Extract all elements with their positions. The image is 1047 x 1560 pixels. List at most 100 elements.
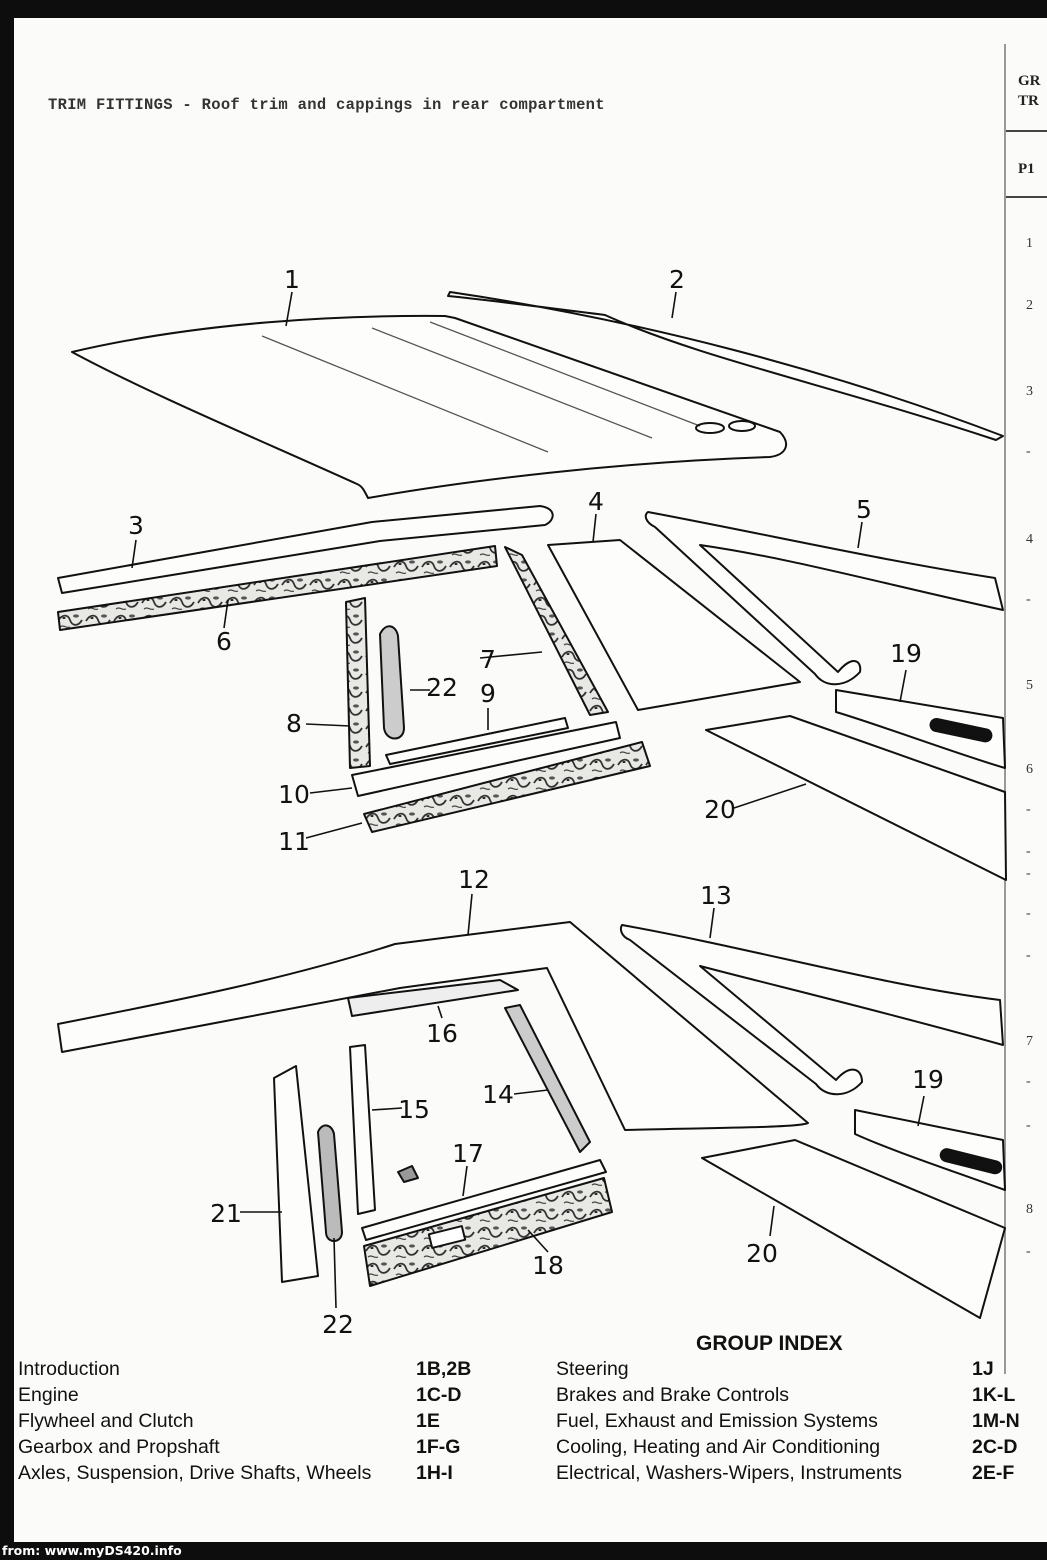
fixing-screw xyxy=(397,1165,419,1183)
callout-label: 17 xyxy=(452,1139,484,1168)
source-url: from: www.myDS420.info xyxy=(2,1543,182,1558)
side-header-line: GR xyxy=(1018,73,1041,89)
index-entry-label: Axles, Suspension, Drive Shafts, Wheels xyxy=(18,1462,372,1484)
index-entry-code: 1E xyxy=(416,1410,440,1432)
side-number: - xyxy=(1026,906,1031,921)
pillar-finisher-panel xyxy=(349,1044,376,1215)
callout-label: 19 xyxy=(890,639,922,668)
group-index-title: GROUP INDEX xyxy=(696,1332,843,1355)
callout-label: 9 xyxy=(480,679,496,708)
callout-label: 19 xyxy=(912,1065,944,1094)
side-number: 2 xyxy=(1026,298,1033,313)
index-entry-code: 1C-D xyxy=(416,1384,462,1406)
side-header-line: TR xyxy=(1018,93,1039,109)
side-number: 1 xyxy=(1026,236,1033,251)
side-number: 6 xyxy=(1026,762,1033,777)
side-number: - xyxy=(1026,844,1031,859)
callout-label: 7 xyxy=(480,645,496,674)
side-divider xyxy=(1006,130,1047,132)
door-waist-capping xyxy=(361,1159,607,1241)
page-bottom-border xyxy=(14,1542,1047,1548)
callout-label: 10 xyxy=(278,780,310,809)
index-entry-label: Steering xyxy=(556,1358,629,1380)
page-title: TRIM FITTINGS - Roof trim and cappings i… xyxy=(48,96,605,114)
callout-label: 6 xyxy=(216,627,232,656)
side-number: - xyxy=(1026,802,1031,817)
rear-screen-surround xyxy=(620,924,1004,1096)
side-number: 8 xyxy=(1026,1202,1033,1217)
wood-door-capping-panel xyxy=(363,1177,613,1287)
index-entry-label: Engine xyxy=(18,1384,79,1406)
side-number: - xyxy=(1026,444,1031,459)
index-entry-code: 1H-I xyxy=(416,1462,453,1484)
callout-label: 11 xyxy=(278,827,310,856)
index-entry-label: Electrical, Washers-Wipers, Instruments xyxy=(556,1462,903,1484)
pillar-seal-strip xyxy=(504,1004,591,1153)
rear-parcel-panel xyxy=(705,715,1007,881)
callout-label: 2 xyxy=(669,265,685,294)
rear-quarter-glass-frame xyxy=(547,539,801,711)
side-number: - xyxy=(1026,1244,1031,1259)
group-index-left-labels: Introduction Engine Flywheel and Clutch … xyxy=(18,1356,371,1486)
leader-lines xyxy=(131,291,925,1309)
index-entry-label: Brakes and Brake Controls xyxy=(556,1384,790,1406)
wood-pillar-capping xyxy=(504,546,609,716)
callout-label: 3 xyxy=(128,511,144,540)
callout-label: 15 xyxy=(398,1095,430,1124)
rear-window-surround xyxy=(644,511,1004,686)
side-number: 4 xyxy=(1026,532,1033,547)
index-entry-code: 1J xyxy=(972,1358,994,1380)
grab-handle xyxy=(379,625,405,740)
side-number: 7 xyxy=(1026,1034,1033,1049)
cant-rail-capping-strip xyxy=(57,505,554,594)
side-parts-column: GR TR P1 1 2 3 - 4 - 5 6 - - - - - 7 - -… xyxy=(1004,44,1047,1374)
side-number: - xyxy=(1026,866,1031,881)
callout-label: 20 xyxy=(704,795,736,824)
b-pillar-lining xyxy=(273,1065,319,1283)
callout-label: 18 xyxy=(532,1251,564,1280)
grab-handle xyxy=(317,1124,343,1242)
wood-cant-rail-veneer xyxy=(57,545,498,631)
side-number: 5 xyxy=(1026,678,1033,693)
index-entry-code: 2E-F xyxy=(972,1462,1015,1484)
callout-label: 5 xyxy=(856,495,872,524)
callout-label: 12 xyxy=(458,865,490,894)
callout-label: 1 xyxy=(284,265,300,294)
index-entry-code: 1M-N xyxy=(972,1410,1020,1432)
index-entry-code: 1F-G xyxy=(416,1436,461,1458)
side-divider xyxy=(1006,196,1047,198)
callout-label: 22 xyxy=(322,1310,354,1339)
roof-headlining-panel xyxy=(71,314,788,499)
pillar-trim-strip xyxy=(345,597,371,769)
index-entry-label: Cooling, Heating and Air Conditioning xyxy=(556,1436,881,1458)
callout-label: 8 xyxy=(286,709,302,738)
wood-waist-rail xyxy=(363,741,651,833)
interior-lamp-panel xyxy=(854,1109,1006,1191)
index-entry-label: Gearbox and Propshaft xyxy=(18,1436,220,1458)
group-index-right-codes: 1J 1K-L 1M-N 2C-D 2E-F xyxy=(972,1356,1020,1486)
index-entry-code: 1B,2B xyxy=(416,1358,472,1380)
rear-parcel-panel xyxy=(701,1139,1006,1319)
side-number: 3 xyxy=(1026,384,1033,399)
callout-label: 13 xyxy=(700,881,732,910)
side-number: - xyxy=(1026,592,1031,607)
index-entry-code: 1K-L xyxy=(972,1384,1016,1406)
index-entry-label: Fuel, Exhaust and Emission Systems xyxy=(556,1410,878,1432)
index-entry-label: Introduction xyxy=(18,1358,120,1380)
group-index-right-labels: Steering Brakes and Brake Controls Fuel,… xyxy=(556,1356,902,1486)
rail-finisher-strip xyxy=(385,717,569,765)
callout-label: 14 xyxy=(482,1080,514,1109)
callout-label: 4 xyxy=(588,487,604,516)
side-sub-header: P1 xyxy=(1018,161,1035,177)
index-entry-label: Flywheel and Clutch xyxy=(18,1410,194,1432)
roof-side-capping xyxy=(447,291,1004,441)
waist-capping-strip xyxy=(351,721,621,797)
callout-label: 21 xyxy=(210,1199,242,1228)
callout-label: 20 xyxy=(746,1239,778,1268)
callout-label: 22 xyxy=(426,673,458,702)
header-rail-trim xyxy=(347,979,519,1017)
side-number: - xyxy=(1026,1074,1031,1089)
group-index-left-codes: 1B,2B 1C-D 1E 1F-G 1H-I xyxy=(416,1356,471,1486)
callout-label: 16 xyxy=(426,1019,458,1048)
